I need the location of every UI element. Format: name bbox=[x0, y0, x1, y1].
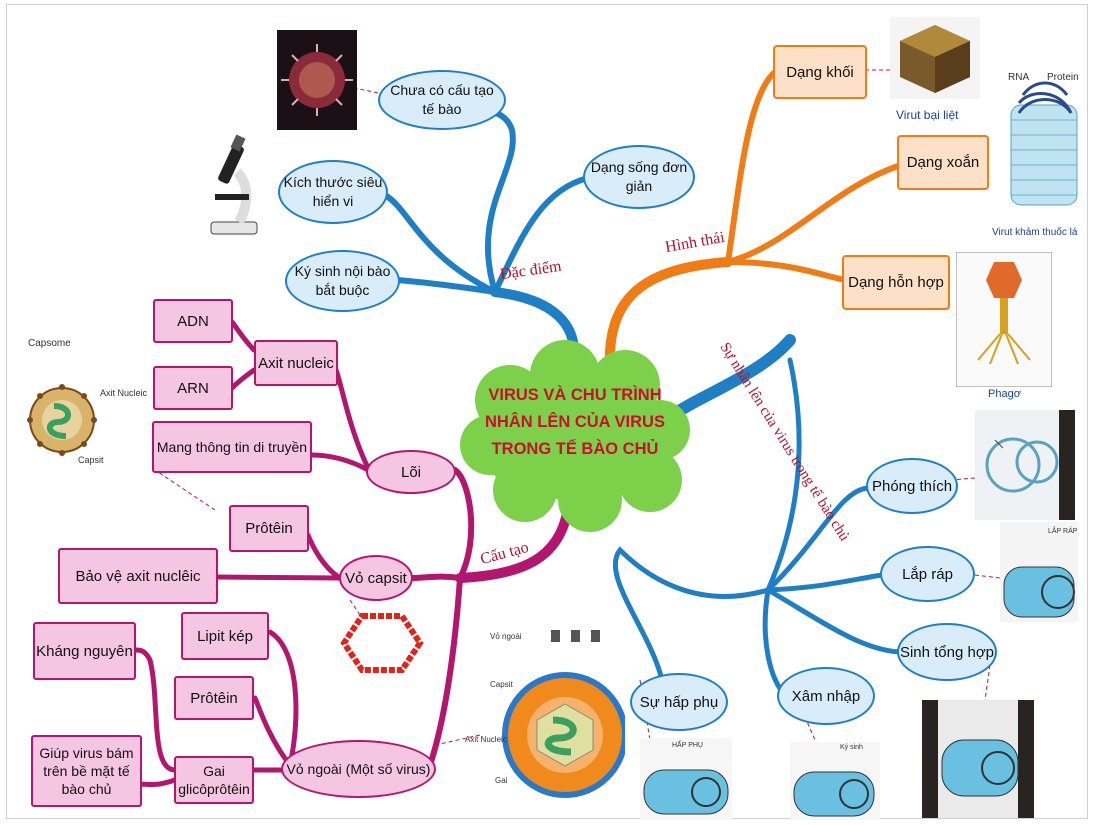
caption-hap-phu: HẤP PHỤ bbox=[672, 742, 703, 749]
node-text: trên bề mặt tế bbox=[43, 763, 130, 779]
node-chua-co-cau-tao[interactable]: Chưa có cấu tạo tế bào bbox=[378, 70, 506, 130]
enveloped-virus-image bbox=[502, 630, 625, 798]
node-gai-glicoprotein[interactable]: Gai glicôprôtêin bbox=[174, 756, 254, 804]
node-protein-capsit[interactable]: Prôtêin bbox=[229, 505, 309, 552]
center-title-line3: TRONG TẾ BÀO CHỦ bbox=[491, 440, 659, 458]
node-adn[interactable]: ADN bbox=[153, 299, 233, 343]
hinh-thai-branch-lines bbox=[604, 69, 901, 377]
lap-rap-image bbox=[1000, 522, 1078, 622]
node-dang-khoi[interactable]: Dạng khối bbox=[773, 45, 867, 99]
node-protein-vo[interactable]: Prôtêin bbox=[174, 676, 254, 720]
node-text: Dạng sống đơn bbox=[590, 159, 688, 175]
caption-gai: Gai bbox=[495, 776, 508, 785]
node-text: Gai bbox=[203, 763, 225, 779]
node-axit-nucleic[interactable]: Axit nucleic bbox=[254, 340, 338, 386]
node-sinh-tong-hop[interactable]: Sinh tổng hợp bbox=[897, 623, 997, 681]
caption-capsit-2: Capsit bbox=[490, 680, 513, 689]
node-text: bắt buộc bbox=[315, 282, 370, 298]
node-text: bào chủ bbox=[61, 781, 112, 797]
nhan-len-branch-lines bbox=[612, 334, 903, 699]
caption-axit-nucleic-2: Axit Nucleic bbox=[465, 735, 507, 744]
caption-rna: RNA bbox=[1008, 72, 1030, 83]
node-hap-phu[interactable]: Sự hấp phụ bbox=[630, 673, 728, 731]
center-title: VIRUS VÀ CHU TRÌNH NHÂN LÊN CỦA VIRUS TR… bbox=[470, 382, 680, 463]
node-dang-hon-hop[interactable]: Dạng hỗn hợp bbox=[842, 255, 950, 310]
node-loi[interactable]: Lõi bbox=[366, 450, 456, 494]
node-dang-xoan[interactable]: Dạng xoắn bbox=[897, 135, 989, 190]
node-text: Ký sinh nội bào bbox=[294, 263, 391, 279]
node-text: Chưa có cấu tạo bbox=[390, 82, 494, 98]
node-vo-ngoai[interactable]: Vỏ ngoài (Một số virus) bbox=[281, 740, 436, 798]
microscope-image bbox=[210, 134, 258, 235]
node-lipit-kep[interactable]: Lipit kép bbox=[181, 612, 269, 660]
caption-virut-bai-liet: Virut bại liệt bbox=[896, 108, 959, 122]
caption-axit-nucleic: Axit Nucleic bbox=[100, 388, 148, 398]
node-text: Kích thước siêu bbox=[283, 174, 383, 190]
node-mang-thong-tin[interactable]: Mang thông tin di truyền bbox=[152, 421, 312, 473]
center-cloud bbox=[460, 340, 690, 532]
caption-protein: Protein bbox=[1047, 72, 1079, 83]
caption-capsome: Capsome bbox=[28, 338, 71, 349]
node-lap-rap[interactable]: Lắp ráp bbox=[880, 546, 975, 602]
node-arn[interactable]: ARN bbox=[153, 366, 233, 410]
node-phong-thich[interactable]: Phóng thích bbox=[866, 458, 958, 514]
node-khang-nguyen[interactable]: Kháng nguyên bbox=[33, 622, 136, 680]
virus-structure-image bbox=[27, 384, 97, 456]
node-text: giản bbox=[625, 178, 653, 194]
caption-ky-sinh: Ký sinh bbox=[840, 744, 863, 751]
node-dang-song[interactable]: Dạng sống đơn giản bbox=[583, 145, 695, 209]
node-text: hiển vi bbox=[312, 193, 354, 209]
node-text: glicôprôtêin bbox=[178, 781, 250, 797]
center-title-line2: NHÂN LÊN CỦA VIRUS bbox=[485, 413, 665, 431]
node-giup-virus-bam[interactable]: Giúp virus bám trên bề mặt tế bào chủ bbox=[31, 735, 142, 807]
node-ky-sinh[interactable]: Ký sinh nội bào bắt buộc bbox=[285, 250, 400, 312]
node-kich-thuoc[interactable]: Kích thước siêu hiển vi bbox=[278, 160, 388, 224]
node-vo-capsit[interactable]: Vỏ capsit bbox=[339, 555, 413, 601]
caption-capsit: Capsit bbox=[78, 455, 104, 465]
node-xam-nhap[interactable]: Xâm nhập bbox=[777, 667, 875, 725]
caption-lap-rap: LẮP RÁP bbox=[1048, 528, 1078, 535]
coronavirus-image bbox=[277, 30, 357, 130]
phong-thich-image bbox=[975, 410, 1075, 520]
page-frame bbox=[6, 4, 1088, 819]
capsid-ring-image bbox=[340, 613, 424, 673]
polio-virus-image bbox=[890, 17, 980, 99]
dac-diem-branch-lines bbox=[382, 106, 591, 385]
node-text: Giúp virus bám bbox=[39, 745, 134, 761]
caption-phago: Phagơ bbox=[988, 388, 1021, 400]
caption-virut-kham: Virut khảm thuốc lá bbox=[992, 227, 1078, 238]
center-title-line1: VIRUS VÀ CHU TRÌNH bbox=[488, 386, 662, 404]
node-text: tế bào bbox=[422, 101, 462, 117]
xam-nhap-image bbox=[790, 742, 880, 820]
sinh-tong-hop-image bbox=[922, 700, 1034, 818]
node-bao-ve[interactable]: Bảo vệ axit nuclêic bbox=[58, 548, 218, 604]
tobacco-mosaic-image bbox=[1010, 81, 1078, 206]
caption-vo-ngoai: Vỏ ngoài bbox=[490, 632, 522, 641]
phage-image bbox=[956, 252, 1052, 387]
hap-phu-image bbox=[640, 738, 732, 820]
